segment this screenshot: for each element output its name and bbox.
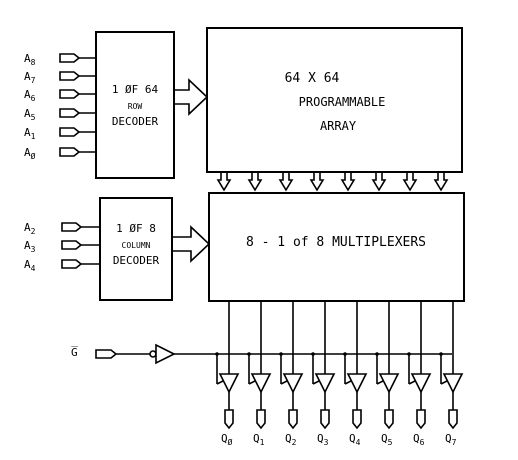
column-input-label-subscript: 4 — [31, 264, 36, 273]
row-input-pin — [59, 89, 81, 99]
column-input-label: A2 — [24, 221, 36, 236]
row-decoder-line-1: 1 ØF 64 — [112, 83, 159, 96]
output-label-subscript: 2 — [292, 438, 297, 447]
row-input-pin — [59, 53, 81, 63]
output-label-subscript: 6 — [420, 438, 425, 447]
output-pin — [448, 409, 458, 430]
column-input-pin — [61, 259, 83, 269]
output-label-subscript: Ø — [228, 437, 233, 447]
output-label-subscript: 7 — [452, 438, 457, 447]
output-pin — [384, 409, 394, 430]
column-input-label: A4 — [24, 258, 36, 273]
array-to-mux-arrow — [433, 172, 449, 192]
row-input-pin — [59, 147, 81, 157]
output-buffer — [282, 373, 304, 394]
output-label-subscript: 5 — [388, 438, 393, 447]
array-to-mux-arrow — [247, 172, 263, 192]
array-to-mux-arrow — [309, 172, 325, 192]
column-input-label-subscript: 2 — [31, 227, 36, 236]
output-label: Q7 — [445, 432, 457, 447]
array-line-3: ARRAY — [320, 119, 357, 133]
row-decoder-line-2: ROW — [128, 102, 143, 111]
column-input-pin — [61, 222, 83, 232]
column-decoder-line-1: 1 ØF 8 — [116, 222, 156, 235]
output-label: Q3 — [317, 432, 329, 447]
multiplexer-label: 8 - 1 of 8 MULTIPLEXERS — [246, 235, 426, 250]
output-buffer — [378, 373, 400, 394]
output-buffer — [410, 373, 432, 394]
output-label: Q2 — [285, 432, 297, 447]
array-to-mux-arrow — [402, 172, 418, 192]
row-input-label-subscript: 5 — [31, 113, 36, 122]
array-line-1: 64 X 64 — [285, 71, 340, 86]
row-input-label-subscript: 1 — [31, 132, 36, 141]
array-to-mux-arrow — [340, 172, 356, 192]
column-decoder-line-2: COLUMN — [122, 241, 151, 250]
output-label: Q6 — [413, 432, 425, 447]
row-input-label-subscript: Ø — [31, 151, 36, 161]
output-buffer — [442, 373, 464, 394]
row-input-pin — [59, 108, 81, 118]
array-line-2: PROGRAMMABLE — [299, 95, 386, 109]
row-input-label-subscript: 8 — [31, 58, 36, 67]
array-to-mux-arrow — [278, 172, 294, 192]
column-decoder-block — [99, 197, 173, 301]
output-pin — [256, 409, 266, 430]
output-pin — [416, 409, 426, 430]
enable-inversion-bubble — [149, 350, 157, 358]
row-input-label-subscript: 7 — [31, 76, 36, 85]
column-input-pin — [61, 240, 83, 250]
output-pin — [352, 409, 362, 430]
array-to-mux-arrow — [371, 172, 387, 192]
output-buffer — [314, 373, 336, 394]
row-input-label: A8 — [24, 52, 36, 67]
output-label: Q4 — [349, 432, 361, 447]
output-label-subscript: 1 — [260, 438, 265, 447]
row-decoder-line-3: DECODER — [112, 115, 159, 128]
column-to-mux-arrow — [172, 225, 211, 263]
row-input-label: A7 — [24, 70, 36, 85]
multiplexer-block — [208, 192, 465, 302]
row-input-label: A1 — [24, 126, 36, 141]
output-pin — [224, 409, 234, 430]
output-label: QØ — [221, 432, 233, 447]
output-label-subscript: 4 — [356, 438, 361, 447]
row-input-label-subscript: 6 — [31, 94, 36, 103]
output-label: Q1 — [253, 432, 265, 447]
column-input-label-subscript: 3 — [31, 245, 36, 254]
row-to-array-arrow — [174, 78, 209, 116]
array-to-mux-arrow — [216, 172, 232, 192]
output-buffer — [346, 373, 368, 394]
output-buffer — [218, 373, 240, 394]
output-pin — [288, 409, 298, 430]
column-decoder-line-3: DECODER — [113, 254, 160, 267]
row-input-pin — [59, 71, 81, 81]
enable-buffer — [155, 343, 176, 365]
programmable-array-block — [206, 27, 463, 173]
row-input-label: A5 — [24, 107, 36, 122]
output-label-subscript: 3 — [324, 438, 329, 447]
row-decoder-block — [95, 31, 175, 179]
row-input-pin — [59, 127, 81, 137]
output-label: Q5 — [381, 432, 393, 447]
column-input-label: A3 — [24, 239, 36, 254]
output-buffer — [250, 373, 272, 394]
enable-label: G̅ — [71, 346, 78, 359]
row-input-label: AØ — [24, 146, 36, 161]
enable-input-pin — [95, 349, 118, 359]
row-input-label: A6 — [24, 88, 36, 103]
output-pin — [320, 409, 330, 430]
